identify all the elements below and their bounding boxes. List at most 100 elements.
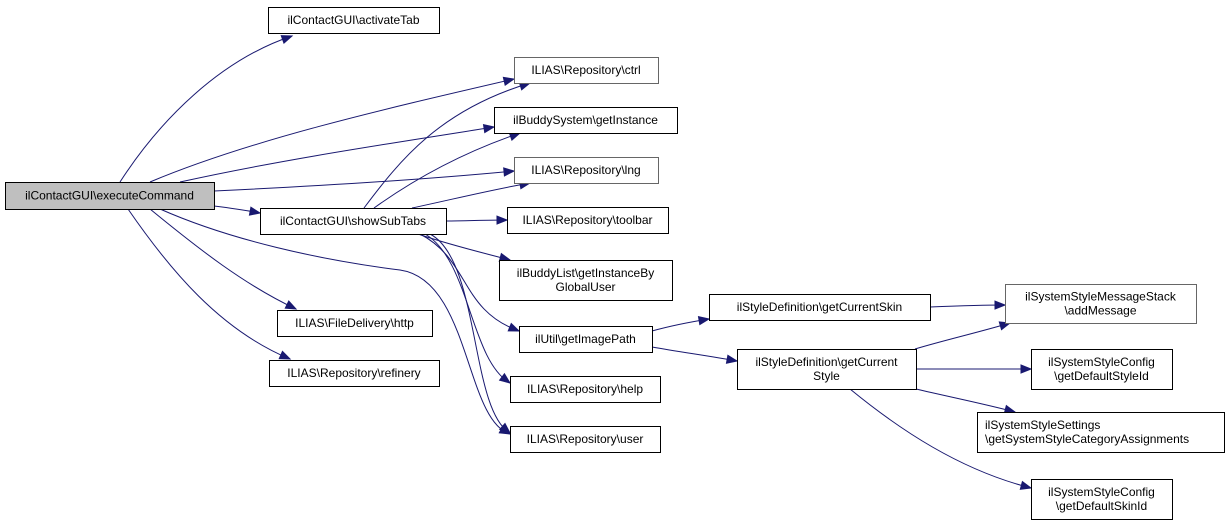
node-label: ILIAS\Repository\help: [527, 382, 643, 396]
node-box: [514, 57, 659, 84]
arrowhead-icon: [503, 167, 516, 177]
node-activate-tab[interactable]: ilContactGUI\activateTab: [268, 7, 440, 34]
node-label: ilContactGUI\executeCommand: [25, 189, 194, 203]
nodes-layer: ilContactGUI\executeCommand ilContactGUI\…: [5, 7, 1225, 520]
edge-line: [119, 35, 293, 183]
node-box: [1005, 284, 1197, 324]
node-lng[interactable]: ILIAS\Repository\lng: [514, 157, 659, 184]
node-label: \getSystemStyleCategoryAssignments: [985, 432, 1189, 446]
edge-getImagePath-to-getCurrentStyle: [651, 346, 739, 364]
node-label: Style: [813, 369, 840, 383]
node-label: ILIAS\Repository\ctrl: [531, 63, 640, 77]
node-label: ilSystemStyleConfig: [1048, 355, 1155, 369]
edge-showSubTabs-to-help: [424, 233, 512, 384]
node-box: [494, 107, 678, 134]
edge-executeCommand-to-ctrl: [149, 76, 516, 183]
node-label: ilSystemStyleMessageStack: [1025, 290, 1177, 304]
node-box: [269, 360, 440, 387]
node-label: \addMessage: [1064, 304, 1136, 318]
edge-line: [424, 233, 511, 384]
arrowhead-icon: [498, 372, 512, 384]
node-box: [709, 294, 931, 321]
arrowhead-icon: [498, 422, 512, 434]
node-label: ilContactGUI\showSubTabs: [280, 214, 426, 228]
edge-showSubTabs-to-toolbar: [445, 215, 509, 225]
node-box: [1031, 479, 1173, 520]
edge-getCurrentStyle-to-getCategoryAssignments: [915, 388, 1017, 414]
edge-line: [149, 208, 297, 310]
node-label: ilBuddySystem\getInstance: [513, 113, 658, 127]
edge-showSubTabs-to-ctrl: [363, 81, 532, 209]
node-box: [977, 412, 1225, 453]
node-box: [510, 426, 661, 453]
node-get-current-skin[interactable]: ilStyleDefinition\getCurrentSkin: [709, 294, 931, 321]
node-get-image-path[interactable]: ilUtil\getImagePath: [519, 326, 653, 353]
arrowhead-icon: [502, 76, 516, 86]
node-label: ilStyleDefinition\getCurrentSkin: [737, 300, 902, 314]
node-label: ILIAS\FileDelivery\http: [295, 316, 414, 330]
edge-showSubTabs-to-getImagePath: [419, 233, 521, 332]
node-add-message[interactable]: ilSystemStyleMessageStack\addMessage: [1005, 284, 1197, 324]
arrowhead-icon: [507, 322, 521, 332]
edge-line: [429, 233, 511, 434]
edge-line: [213, 170, 515, 192]
edge-getImagePath-to-getCurrentSkin: [651, 316, 711, 332]
node-toolbar[interactable]: ILIAS\Repository\toolbar: [507, 207, 669, 234]
edge-line: [363, 82, 531, 209]
node-box: [737, 349, 917, 390]
edge-executeCommand-to-lng: [213, 167, 516, 192]
node-execute-command[interactable]: ilContactGUI\executeCommand: [5, 182, 215, 210]
node-box: [5, 182, 215, 210]
edge-line: [179, 126, 495, 183]
arrowhead-icon: [284, 300, 298, 310]
edge-executeCommand-to-refinery: [127, 208, 292, 360]
edge-executeCommand-to-showSubTabs: [213, 205, 262, 216]
node-help[interactable]: ILIAS\Repository\help: [510, 376, 661, 403]
arrowhead-icon: [697, 316, 711, 326]
node-show-sub-tabs[interactable]: ilContactGUI\showSubTabs: [260, 208, 447, 235]
node-label: \getDefaultStyleId: [1054, 369, 1149, 383]
edge-line: [651, 346, 738, 362]
node-user[interactable]: ILIAS\Repository\user: [510, 426, 661, 453]
node-get-category-assignments[interactable]: ilSystemStyleSettings\getSystemStyleCate…: [977, 412, 1225, 453]
edge-executeCommand-to-buddyGetInstance: [179, 123, 496, 183]
edge-getCurrentStyle-to-getDefaultStyleId: [916, 364, 1033, 374]
edge-showSubTabs-to-buddyList: [417, 233, 512, 262]
arrowhead-icon: [994, 300, 1007, 310]
node-label: ILIAS\Repository\lng: [531, 163, 640, 177]
edge-line: [914, 322, 1011, 350]
edge-line: [419, 233, 520, 332]
node-label: ilUtil\getImagePath: [535, 332, 636, 346]
node-box: [507, 207, 669, 234]
node-label: \getDefaultSkinId: [1056, 499, 1147, 513]
edge-line: [159, 208, 511, 435]
node-label: ilStyleDefinition\getCurrent: [755, 355, 898, 369]
node-buddy-get-instance[interactable]: ilBuddySystem\getInstance: [494, 107, 678, 134]
node-get-default-skin-id[interactable]: ilSystemStyleConfig\getDefaultSkinId: [1031, 479, 1173, 520]
edge-line: [149, 78, 515, 183]
node-label: ilSystemStyleSettings: [985, 418, 1100, 432]
node-http[interactable]: ILIAS\FileDelivery\http: [277, 310, 433, 337]
node-label: GlobalUser: [555, 280, 615, 294]
arrowhead-icon: [278, 350, 292, 360]
node-refinery[interactable]: ILIAS\Repository\refinery: [269, 360, 440, 387]
edge-showSubTabs-to-buddyGetInstance: [373, 131, 522, 209]
edge-line: [929, 304, 1006, 308]
node-box: [277, 310, 433, 337]
arrowhead-icon: [725, 354, 739, 364]
arrowhead-icon: [280, 35, 294, 44]
node-box: [268, 7, 440, 34]
edge-getCurrentStyle-to-addMessage: [914, 321, 1012, 350]
node-ctrl[interactable]: ILIAS\Repository\ctrl: [514, 57, 659, 84]
edges-layer: [119, 35, 1033, 490]
arrowhead-icon: [482, 123, 496, 134]
arrowhead-icon: [1020, 364, 1033, 374]
node-label: ILIAS\Repository\user: [527, 432, 644, 446]
node-label: ilBuddyList\getInstanceBy: [517, 266, 654, 280]
node-get-default-style-id[interactable]: ilSystemStyleConfig\getDefaultStyleId: [1031, 349, 1173, 390]
edge-getCurrentSkin-to-addMessage: [929, 300, 1007, 310]
node-box: [514, 157, 659, 184]
